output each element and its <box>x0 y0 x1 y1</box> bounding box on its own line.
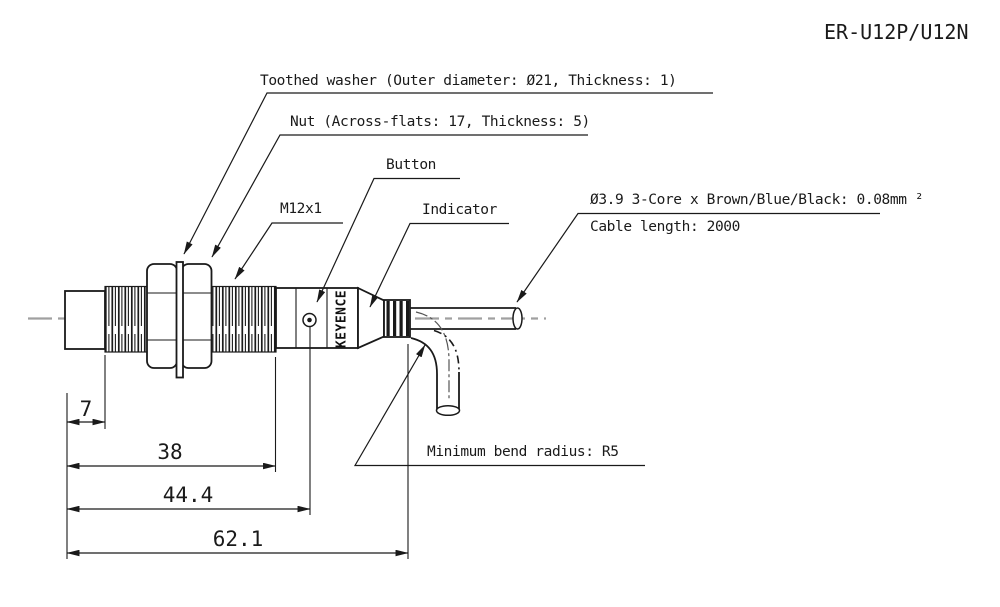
dim-text-7: 7 <box>80 397 93 421</box>
brand-text: KEYENCE <box>335 290 350 348</box>
push-button <box>302 312 317 328</box>
dim-text-38: 38 <box>157 440 182 464</box>
leader-m12-thread <box>234 222 343 280</box>
leader-lines <box>183 92 880 467</box>
cable-straight <box>410 307 523 330</box>
label-min-bend-radius: Minimum bend radius: R5 <box>427 444 619 460</box>
label-toothed-washer: Toothed washer (Outer diameter: Ø21, Thi… <box>260 73 677 89</box>
cable-gland <box>383 299 411 338</box>
thread-section-right <box>210 285 277 353</box>
sensor-tip <box>64 290 106 350</box>
extension-lines <box>66 327 409 559</box>
cable-bent <box>410 311 461 417</box>
dimension-lines: 7 38 44.4 62.1 <box>66 327 409 559</box>
leader-nut <box>211 134 588 258</box>
dim-text-44-4: 44.4 <box>163 483 214 507</box>
mounting-nut-right <box>180 263 213 369</box>
label-cable-length: Cable length: 2000 <box>590 219 740 235</box>
label-button: Button <box>386 157 436 173</box>
label-nut: Nut (Across-flats: 17, Thickness: 5) <box>290 114 590 130</box>
leader-indicator <box>369 222 509 308</box>
housing-taper-indicator <box>357 286 385 350</box>
label-m12-thread: M12x1 <box>280 201 322 217</box>
mounting-nut-left <box>146 263 178 369</box>
leader-min-bend <box>353 344 645 467</box>
thread-section-left <box>104 285 148 353</box>
leader-cable-spec <box>516 212 880 303</box>
toothed-washer <box>175 261 184 379</box>
leader-toothed-washer <box>183 92 713 255</box>
label-cable-spec: Ø3.9 3-Core x Brown/Blue/Black: 0.08mm ² <box>590 192 924 208</box>
dim-text-62-1: 62.1 <box>213 527 264 551</box>
label-indicator: Indicator <box>422 202 497 218</box>
leader-button <box>316 177 460 303</box>
sensor-body: KEYENCE <box>64 261 523 417</box>
model-title: ER-U12P/U12N <box>824 20 969 44</box>
